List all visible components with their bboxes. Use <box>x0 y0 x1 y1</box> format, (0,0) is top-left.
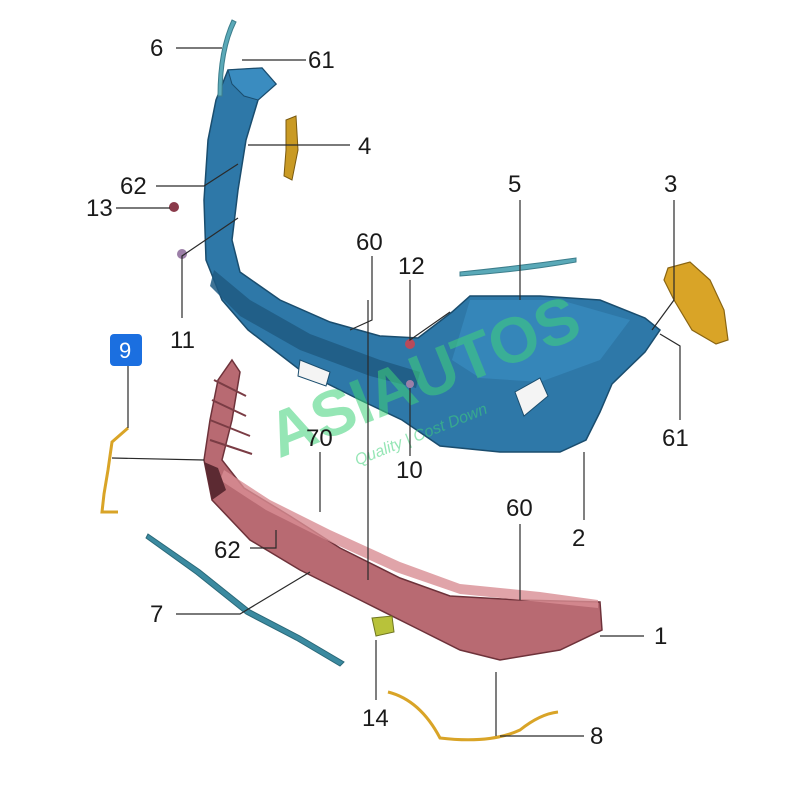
callout-60-bottom: 60 <box>506 495 533 522</box>
callout-5: 5 <box>508 171 521 198</box>
callout-13: 13 <box>86 195 113 222</box>
part-3-bracket <box>663 261 729 345</box>
leader-61b <box>659 333 681 420</box>
callout-10: 10 <box>396 457 423 484</box>
leader-12 <box>409 280 451 342</box>
lower-bumper-ribs <box>209 379 253 455</box>
part-6-strip <box>217 19 237 97</box>
callout-1: 1 <box>654 623 667 650</box>
upper-bumper-inner-shadow <box>452 300 630 382</box>
part-4-bracket <box>283 115 299 181</box>
part-10-clip <box>406 380 414 388</box>
callout-9-badge-bg <box>110 334 142 366</box>
callout-labels: 6 61 4 62 13 5 3 60 12 11 61 10 70 2 60 … <box>86 35 689 750</box>
callout-6: 6 <box>150 35 163 62</box>
part-14-bracket <box>371 615 395 637</box>
callout-7: 7 <box>150 601 163 628</box>
leader-lines <box>111 47 681 737</box>
callout-61-right: 61 <box>662 425 689 452</box>
callout-3: 3 <box>664 171 677 198</box>
leader-7 <box>176 571 311 615</box>
callout-62-bottom: 62 <box>214 537 241 564</box>
callout-14: 14 <box>362 705 389 732</box>
fog-lamp-opening-left <box>297 359 331 387</box>
part-8-harness <box>387 690 559 742</box>
callout-12: 12 <box>398 253 425 280</box>
callout-9-badge: 9 <box>110 334 142 366</box>
callout-2: 2 <box>572 525 585 552</box>
callout-60-top: 60 <box>356 229 383 256</box>
leader-9 <box>111 364 205 461</box>
part-5-strip <box>459 257 577 277</box>
part-13-clip <box>169 202 179 212</box>
lower-bumper-valance <box>203 358 603 661</box>
callout-62-top: 62 <box>120 173 147 200</box>
leader-62a <box>156 163 239 187</box>
callout-8: 8 <box>590 723 603 750</box>
leader-11 <box>181 217 239 318</box>
part-7-strip <box>145 533 345 667</box>
leader-8 <box>495 672 584 737</box>
part-9-harness <box>100 426 129 514</box>
callout-4: 4 <box>358 133 371 160</box>
callout-11: 11 <box>170 327 195 354</box>
leader-62b <box>250 530 277 549</box>
leader-3 <box>651 200 675 331</box>
leader-60a <box>349 256 373 331</box>
callout-70: 70 <box>306 425 333 452</box>
callout-61-top: 61 <box>308 47 335 74</box>
callout-9: 9 <box>119 338 131 363</box>
lower-bumper-dark-underside <box>204 462 226 500</box>
upper-bumper-side-wing <box>227 67 277 101</box>
part-11-clip <box>177 249 187 259</box>
fog-lamp-opening-right <box>514 377 549 417</box>
part-12-clip <box>405 339 415 349</box>
